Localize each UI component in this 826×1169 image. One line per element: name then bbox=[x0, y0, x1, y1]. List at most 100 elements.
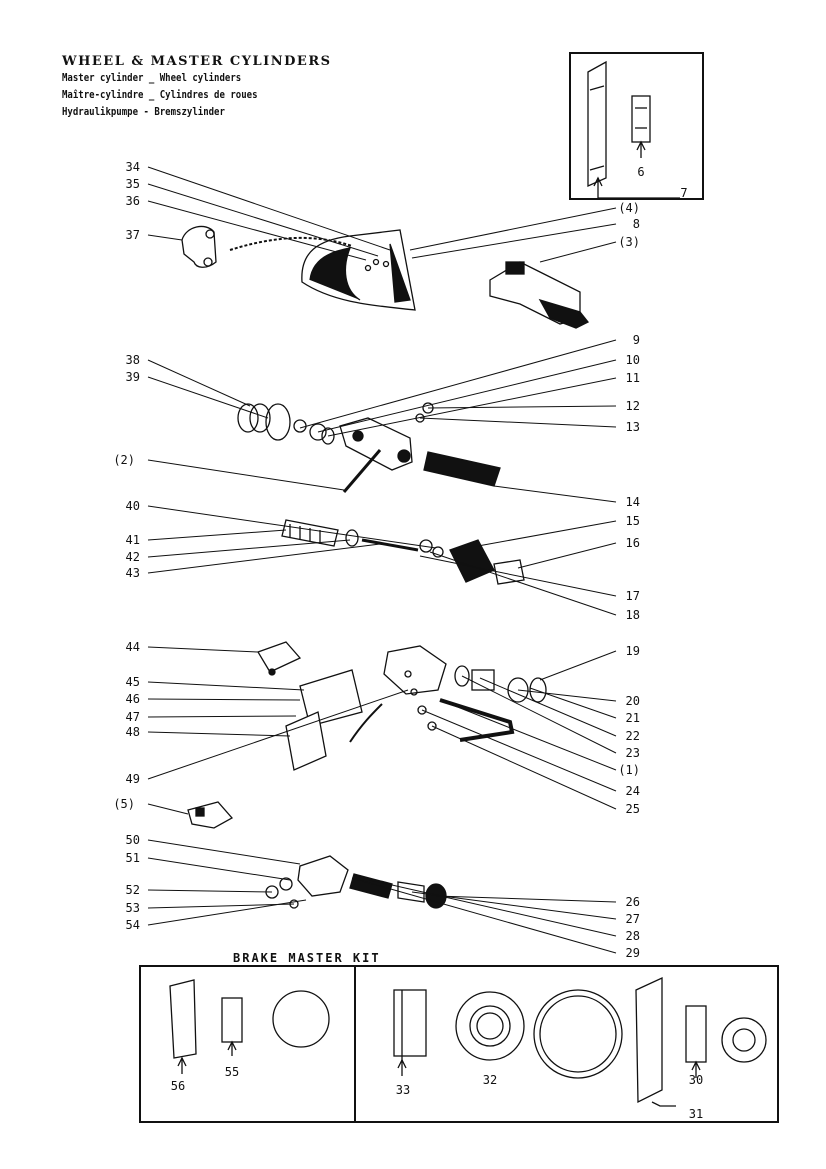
label-left-0: 34 bbox=[126, 160, 140, 174]
label-right-24: 29 bbox=[626, 946, 640, 960]
kit-label-5: 31 bbox=[689, 1107, 703, 1121]
bracket-clip bbox=[181, 225, 353, 268]
label-left-21-leader bbox=[147, 903, 295, 909]
reservoir-cover bbox=[301, 229, 416, 311]
label-right-22: 27 bbox=[626, 912, 640, 926]
label-left-15: 48 bbox=[126, 725, 140, 739]
label-right-24-leader bbox=[351, 877, 617, 954]
label-left-11-leader bbox=[147, 646, 259, 653]
label-left-12-leader bbox=[147, 681, 305, 691]
label-right-15-leader bbox=[529, 687, 617, 719]
label-left-4-leader bbox=[147, 359, 251, 407]
label-left-11: 44 bbox=[126, 640, 140, 654]
dust-boot-and-clevis bbox=[449, 539, 525, 585]
label-right-1-leader bbox=[411, 223, 617, 259]
label-left-4: 38 bbox=[126, 353, 140, 367]
label-right-5: 11 bbox=[626, 371, 640, 385]
label-right-2: (3) bbox=[618, 235, 640, 249]
label-right-15: 21 bbox=[626, 711, 640, 725]
label-right-20-leader bbox=[431, 725, 617, 810]
inset-label-6: 6 bbox=[637, 165, 644, 179]
label-right-4: 10 bbox=[626, 353, 640, 367]
label-left-2-leader bbox=[147, 200, 367, 261]
label-left-9: 42 bbox=[126, 550, 140, 564]
label-left-5-leader bbox=[147, 376, 269, 419]
label-right-17: 23 bbox=[626, 746, 640, 760]
subtitle-fr: Maître-cylindre _ Cylindres de roues bbox=[62, 88, 258, 101]
label-left-10: 43 bbox=[126, 566, 140, 580]
label-right-0: (4) bbox=[618, 201, 640, 215]
label-right-5-leader bbox=[327, 377, 617, 437]
label-right-21: 26 bbox=[626, 895, 640, 909]
label-left-8-leader bbox=[147, 529, 287, 541]
label-left-12: 45 bbox=[126, 675, 140, 689]
kit-title: BRAKE MASTER KIT bbox=[230, 951, 384, 965]
inset-frame bbox=[569, 52, 704, 200]
label-left-17-leader bbox=[147, 803, 189, 815]
label-right-7: 13 bbox=[626, 420, 640, 434]
label-right-14: 20 bbox=[626, 694, 640, 708]
kit-label-1: 55 bbox=[225, 1065, 239, 1079]
label-left-13: 46 bbox=[126, 692, 140, 706]
small-cylinder-5 bbox=[187, 801, 234, 829]
label-right-20: 25 bbox=[626, 802, 640, 816]
label-left-22-leader bbox=[147, 899, 307, 926]
label-left-21: 53 bbox=[126, 901, 140, 915]
kit-frame bbox=[139, 965, 779, 1123]
label-left-19: 51 bbox=[126, 851, 140, 865]
label-right-0-leader bbox=[409, 207, 617, 251]
label-right-23-leader bbox=[369, 879, 617, 937]
label-left-15-leader bbox=[147, 731, 291, 737]
label-left-16: 49 bbox=[126, 772, 140, 786]
inset-seal-small bbox=[631, 95, 651, 158]
label-left-20-leader bbox=[147, 889, 273, 893]
label-left-1-leader bbox=[147, 183, 379, 257]
label-left-3-leader bbox=[147, 234, 183, 241]
label-left-14-leader bbox=[147, 715, 297, 718]
return-spring bbox=[423, 451, 501, 487]
master-cylinder-assembled bbox=[489, 261, 590, 329]
label-left-7: 40 bbox=[126, 499, 140, 513]
label-left-16-leader bbox=[147, 689, 409, 780]
label-right-18-leader bbox=[439, 699, 617, 771]
kit-left-parts bbox=[169, 979, 330, 1074]
wheel-cylinder-body bbox=[383, 645, 447, 696]
label-right-18: (1) bbox=[618, 763, 640, 777]
title-block: WHEEL & MASTER CYLINDERS Master cylinder… bbox=[62, 54, 332, 120]
label-left-13-leader bbox=[147, 698, 301, 701]
upper-caliper-group bbox=[257, 641, 383, 771]
wheel-cylinder-parts bbox=[417, 665, 547, 742]
label-left-3: 37 bbox=[126, 228, 140, 242]
label-right-8-leader bbox=[493, 485, 617, 503]
label-left-1: 35 bbox=[126, 177, 140, 191]
label-right-1: 8 bbox=[633, 217, 640, 231]
inset-label-7: 7 bbox=[680, 186, 687, 200]
label-right-19-leader bbox=[421, 709, 617, 792]
label-right-10: 16 bbox=[626, 536, 640, 550]
label-right-13: 19 bbox=[626, 644, 640, 658]
end-plug-and-seal bbox=[237, 403, 291, 441]
label-right-13-leader bbox=[539, 650, 617, 681]
label-right-2-leader bbox=[539, 241, 617, 263]
kit-label-4: 30 bbox=[689, 1073, 703, 1087]
subtitle-de: Hydraulikpumpe - Bremszylinder bbox=[62, 105, 225, 118]
label-right-16: 22 bbox=[626, 729, 640, 743]
label-left-14: 47 bbox=[126, 710, 140, 724]
diagram-title: WHEEL & MASTER CYLINDERS bbox=[62, 54, 332, 69]
label-right-12-leader bbox=[429, 551, 617, 616]
label-right-9: 15 bbox=[626, 514, 640, 528]
label-right-23: 28 bbox=[626, 929, 640, 943]
label-left-20: 52 bbox=[126, 883, 140, 897]
piston-assembly bbox=[281, 519, 444, 558]
label-right-17-leader bbox=[461, 675, 617, 754]
label-left-7-leader bbox=[147, 505, 437, 549]
label-left-18-leader bbox=[147, 839, 301, 865]
label-right-6: 12 bbox=[626, 399, 640, 413]
label-right-3-leader bbox=[299, 339, 617, 429]
label-right-11-leader bbox=[419, 555, 617, 597]
label-left-19-leader bbox=[147, 857, 291, 881]
label-right-4-leader bbox=[317, 359, 617, 433]
label-right-7-leader bbox=[419, 417, 617, 428]
